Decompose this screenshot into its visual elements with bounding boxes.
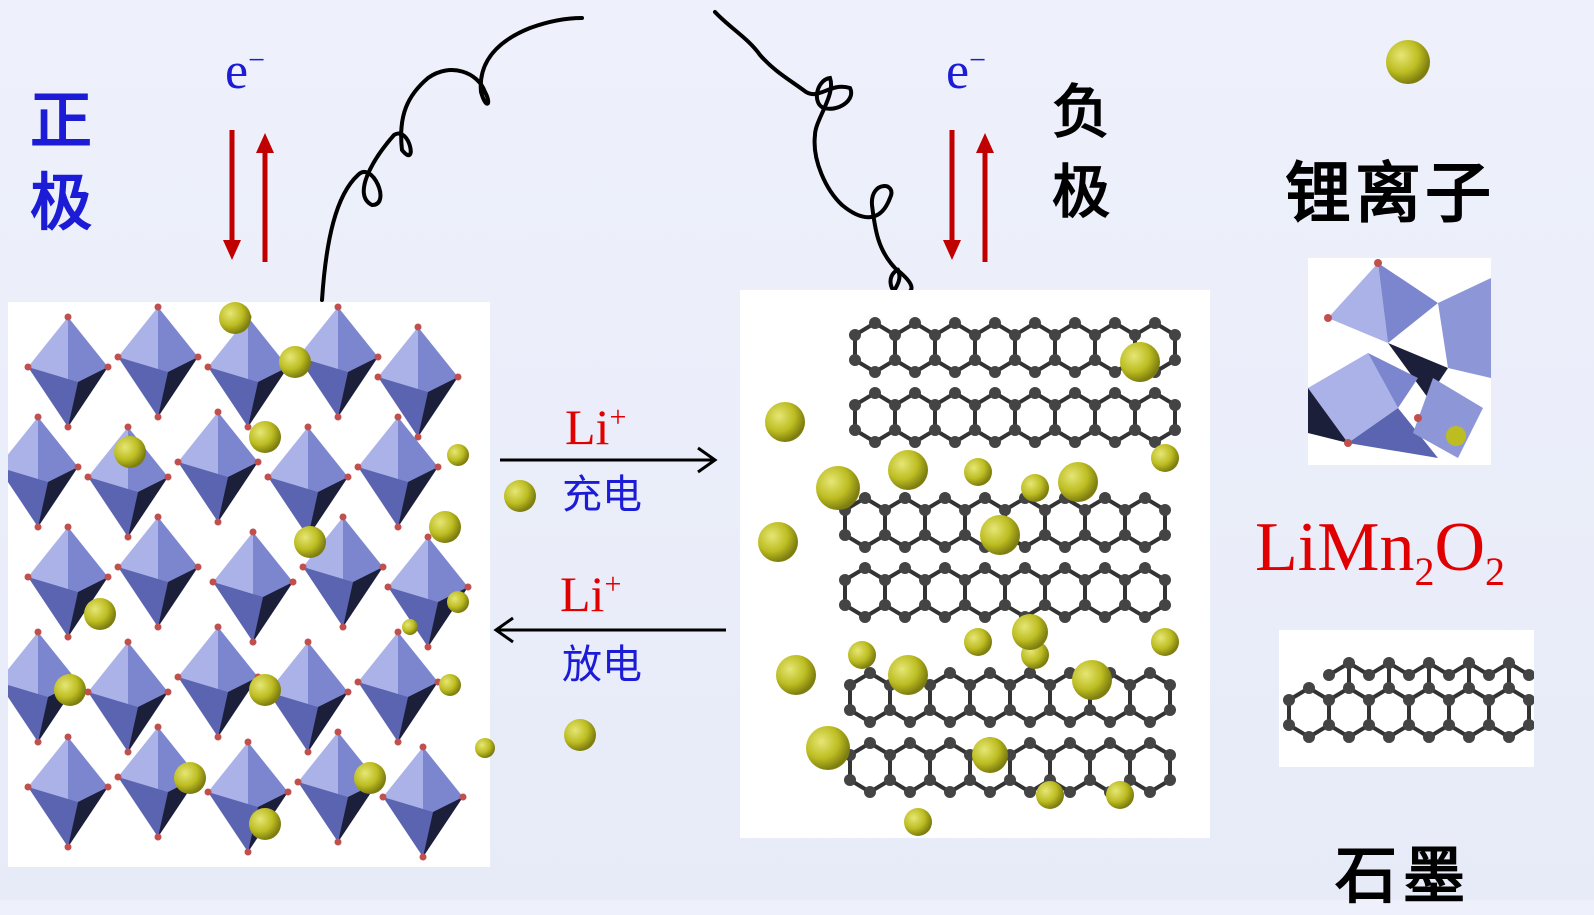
graphite-layers <box>837 315 1183 800</box>
anode-char-2: 极 <box>1052 158 1111 226</box>
graphite-structure <box>758 315 1183 836</box>
arrow-down-head <box>223 240 241 260</box>
charge-label: 充电 <box>562 472 642 518</box>
legend-graphite-image <box>1279 630 1534 767</box>
cathode-char-1: 正 <box>30 84 93 157</box>
cathode-label: 正 极 <box>30 80 92 244</box>
anode-lithium-ions <box>758 342 1179 836</box>
cathode-lithium-ions <box>54 302 386 840</box>
discharge-label: 放电 <box>562 642 642 688</box>
legend-formula: LiMn2O2 <box>1255 509 1506 594</box>
arrow-up-head <box>256 133 274 153</box>
li-ion-charge-label: Li+ <box>565 399 627 455</box>
charge-arrow <box>500 446 718 474</box>
li-ion-discharge-label: Li+ <box>560 566 622 622</box>
electron-arrows-right <box>943 130 994 262</box>
legend-lithium-ion-ball <box>1386 40 1430 84</box>
legend-lithium-ion-label: 锂离子 <box>1285 154 1495 232</box>
cathode-panel <box>8 302 490 867</box>
discharge-arrow <box>493 616 726 644</box>
electron-label-right: e− <box>946 43 987 100</box>
migrating-lithium-ions <box>402 444 596 758</box>
cathode-char-2: 极 <box>30 166 93 239</box>
electron-label-left: e− <box>225 43 266 100</box>
anode-char-1: 负 <box>1052 78 1111 146</box>
spinel-structure <box>8 302 472 861</box>
legend-limn2o4-image <box>1308 258 1491 465</box>
electron-arrows-left <box>223 130 274 262</box>
anode-panel <box>740 290 1210 838</box>
legend-graphite-label: 石墨 <box>1335 839 1472 912</box>
anode-label: 负 极 <box>1052 72 1110 232</box>
